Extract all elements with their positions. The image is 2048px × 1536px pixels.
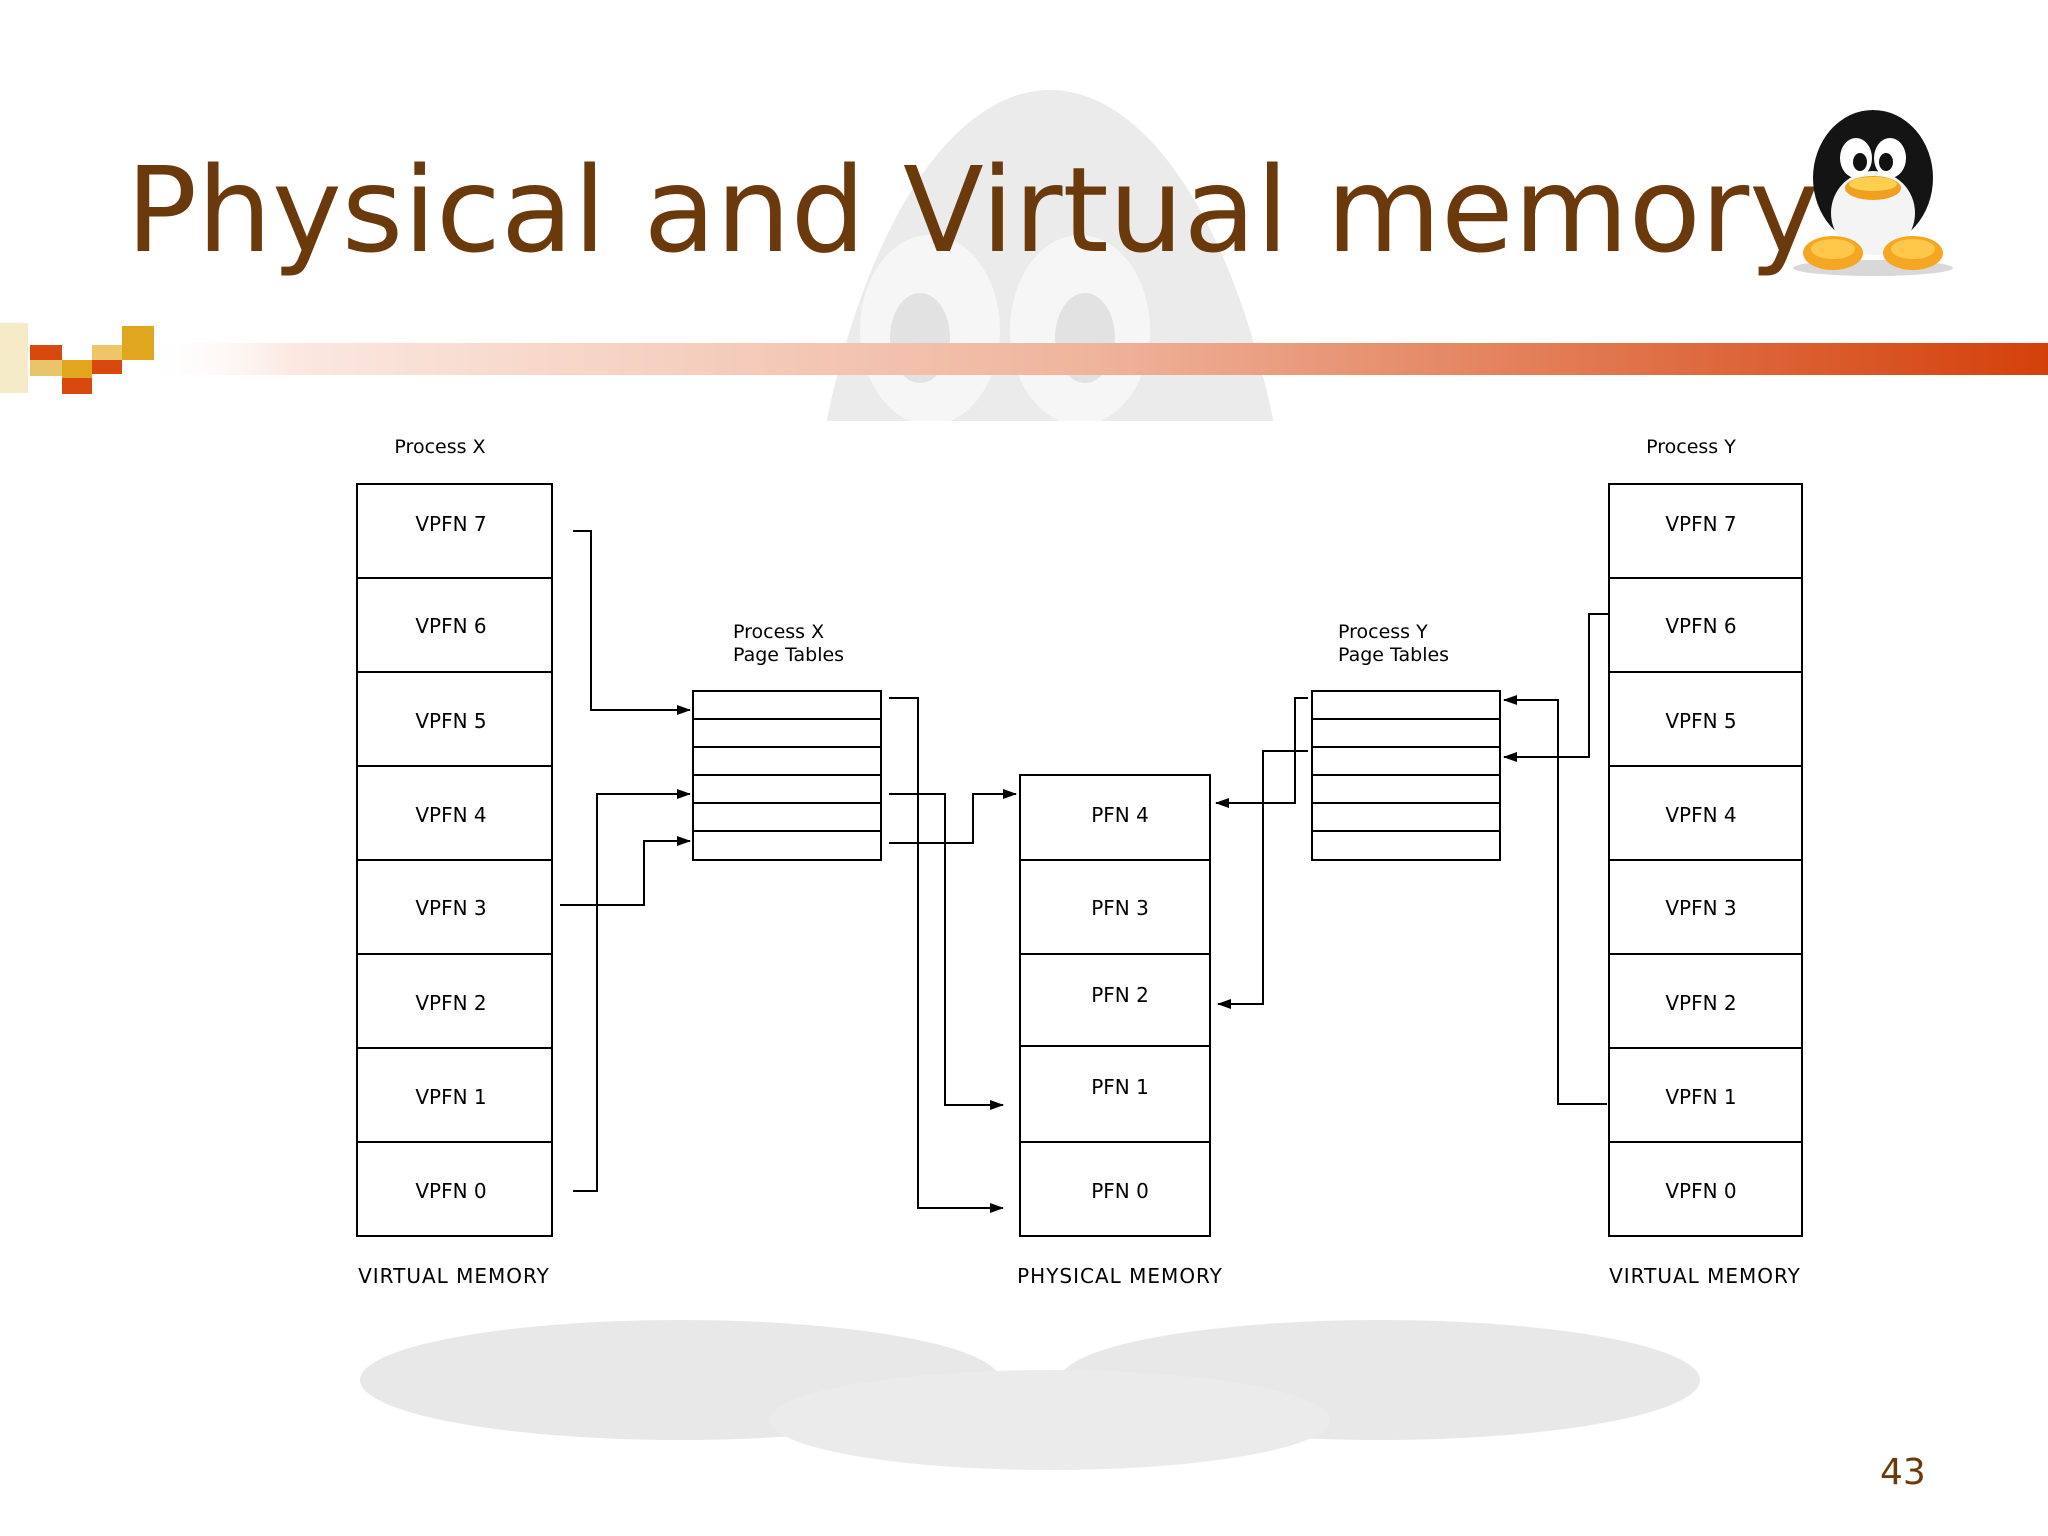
physical-memory: PFN 4 PFN 3 PFN 2 PFN 1 PFN 0 PHYSICAL M… bbox=[1017, 774, 1223, 1288]
page-table-x-to-physical-connectors bbox=[889, 697, 1017, 1213]
pfn-1-cell: PFN 1 bbox=[1091, 1075, 1149, 1099]
pfn-3-cell: PFN 3 bbox=[1091, 896, 1149, 920]
pfn-0-cell: PFN 0 bbox=[1091, 1179, 1149, 1203]
page-table-x-label-line2: Page Tables bbox=[733, 644, 844, 666]
page-number: 43 bbox=[1880, 1452, 1926, 1493]
process-x-label: Process X bbox=[394, 436, 485, 458]
vpfn-4-cell: VPFN 4 bbox=[415, 803, 486, 827]
process-y-to-page-table-connectors bbox=[1503, 613, 1609, 1105]
pfn-4-cell: PFN 4 bbox=[1091, 803, 1149, 827]
vpfn-6-cell: VPFN 6 bbox=[415, 614, 486, 638]
slide-title: Physical and Virtual memory bbox=[126, 141, 1820, 279]
page-table-y-label-line1: Process Y bbox=[1338, 621, 1428, 643]
vpfn-0-cell: VPFN 0 bbox=[1665, 1179, 1736, 1203]
page-table-y-to-physical-connectors bbox=[1215, 697, 1308, 1009]
virtual-memory-caption-y: VIRTUAL MEMORY bbox=[1609, 1264, 1801, 1288]
vpfn-6-cell: VPFN 6 bbox=[1665, 614, 1736, 638]
vpfn-1-cell: VPFN 1 bbox=[415, 1085, 486, 1109]
memory-mapping-diagram: Process X VPFN 7 VPFN 6 VPFN 5 VPFN 4 VP… bbox=[333, 421, 1833, 1311]
pfn-2-cell: PFN 2 bbox=[1091, 983, 1149, 1007]
vpfn-7-cell: VPFN 7 bbox=[1665, 512, 1736, 536]
vpfn-1-cell: VPFN 1 bbox=[1665, 1085, 1736, 1109]
process-x-to-page-table-connectors bbox=[560, 530, 691, 1192]
vpfn-3-cell: VPFN 3 bbox=[415, 896, 486, 920]
vpfn-2-cell: VPFN 2 bbox=[1665, 991, 1736, 1015]
vpfn-0-cell: VPFN 0 bbox=[415, 1179, 486, 1203]
physical-memory-caption: PHYSICAL MEMORY bbox=[1017, 1264, 1223, 1288]
process-x-virtual-memory: Process X VPFN 7 VPFN 6 VPFN 5 VPFN 4 VP… bbox=[356, 436, 553, 1288]
process-y-virtual-memory: Process Y VPFN 7 VPFN 6 VPFN 5 VPFN 4 VP… bbox=[1608, 436, 1803, 1288]
vpfn-5-cell: VPFN 5 bbox=[1665, 709, 1736, 733]
vpfn-4-cell: VPFN 4 bbox=[1665, 803, 1736, 827]
process-y-label: Process Y bbox=[1646, 436, 1736, 458]
page-table-x-label-line1: Process X bbox=[733, 621, 824, 643]
title-underline-bar bbox=[0, 323, 2048, 394]
vpfn-7-cell: VPFN 7 bbox=[415, 512, 486, 536]
tux-penguin-icon bbox=[1793, 110, 1953, 276]
vpfn-5-cell: VPFN 5 bbox=[415, 709, 486, 733]
virtual-memory-caption-x: VIRTUAL MEMORY bbox=[358, 1264, 550, 1288]
vpfn-3-cell: VPFN 3 bbox=[1665, 896, 1736, 920]
vpfn-2-cell: VPFN 2 bbox=[415, 991, 486, 1015]
process-y-page-tables: Process Y Page Tables bbox=[1311, 621, 1501, 861]
process-x-page-tables: Process X Page Tables bbox=[692, 621, 882, 861]
page-table-y-label-line2: Page Tables bbox=[1338, 644, 1449, 666]
